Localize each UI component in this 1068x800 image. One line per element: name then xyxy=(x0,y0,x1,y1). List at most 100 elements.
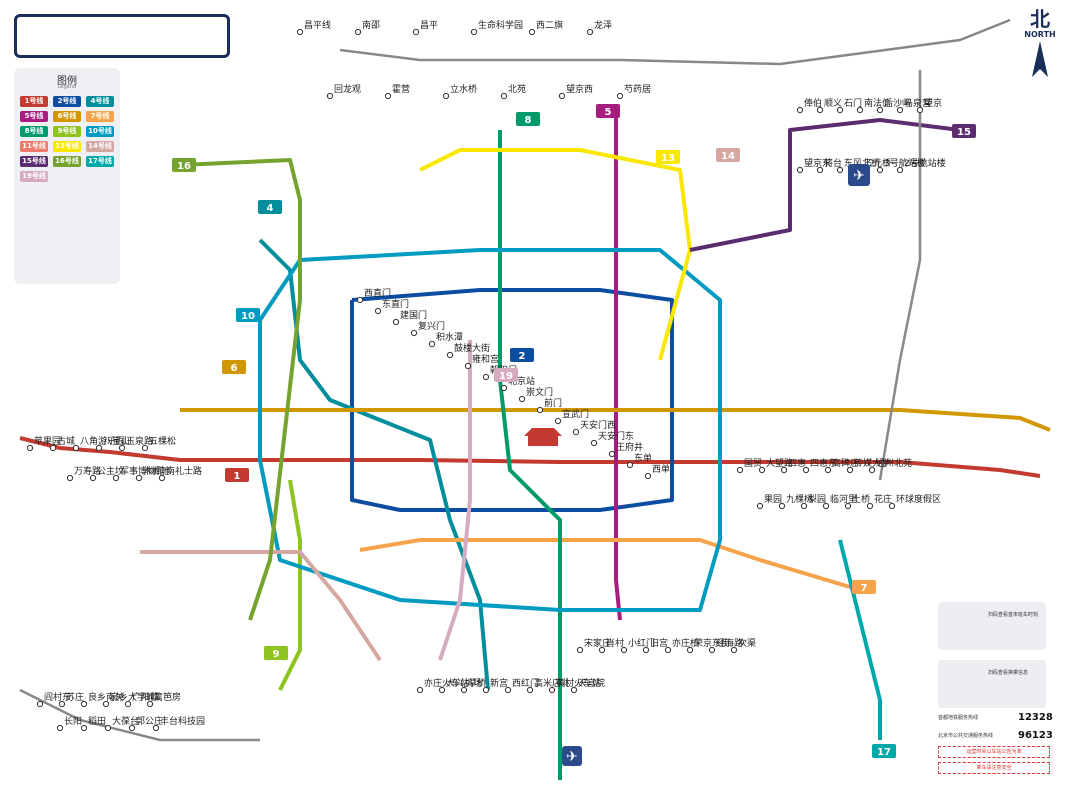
station-marker[interactable] xyxy=(446,351,454,359)
station-marker[interactable] xyxy=(844,502,852,510)
station-marker[interactable] xyxy=(548,686,556,694)
station-marker[interactable] xyxy=(80,724,88,732)
line-badge-2[interactable] xyxy=(510,348,534,362)
station-marker[interactable] xyxy=(572,428,580,436)
station-marker[interactable] xyxy=(102,700,110,708)
station-marker[interactable] xyxy=(428,340,436,348)
station-marker[interactable] xyxy=(442,92,450,100)
station-marker[interactable] xyxy=(89,474,97,482)
station-marker[interactable] xyxy=(554,417,562,425)
station-marker[interactable] xyxy=(384,92,392,100)
station-marker[interactable] xyxy=(118,444,126,452)
station-marker[interactable] xyxy=(500,384,508,392)
station-marker[interactable] xyxy=(296,28,304,36)
station-marker[interactable] xyxy=(822,502,830,510)
station-marker[interactable] xyxy=(460,686,468,694)
station-marker[interactable] xyxy=(896,106,904,114)
station-marker[interactable] xyxy=(135,474,143,482)
station-marker[interactable] xyxy=(72,444,80,452)
station-marker[interactable] xyxy=(518,395,526,403)
station-marker[interactable] xyxy=(802,466,810,474)
station-marker[interactable] xyxy=(558,92,566,100)
station-marker[interactable] xyxy=(354,28,362,36)
station-marker[interactable] xyxy=(49,444,57,452)
station-marker[interactable] xyxy=(856,106,864,114)
station-marker[interactable] xyxy=(686,646,694,654)
station-marker[interactable] xyxy=(730,646,738,654)
station-marker[interactable] xyxy=(528,28,536,36)
station-marker[interactable] xyxy=(736,466,744,474)
line-badge-9[interactable] xyxy=(264,646,288,660)
line-badge-16[interactable] xyxy=(172,158,196,172)
station-marker[interactable] xyxy=(536,406,544,414)
station-marker[interactable] xyxy=(888,502,896,510)
station-marker[interactable] xyxy=(590,439,598,447)
station-marker[interactable] xyxy=(758,466,766,474)
station-marker[interactable] xyxy=(816,106,824,114)
station-marker[interactable] xyxy=(616,92,624,100)
station-marker[interactable] xyxy=(644,472,652,480)
line-badge-17[interactable] xyxy=(872,744,896,758)
station-marker[interactable] xyxy=(95,444,103,452)
line-badge-13[interactable] xyxy=(656,150,680,164)
line-badge-15[interactable] xyxy=(952,124,976,138)
station-marker[interactable] xyxy=(500,92,508,100)
station-marker[interactable] xyxy=(412,28,420,36)
station-marker[interactable] xyxy=(438,686,446,694)
station-marker[interactable] xyxy=(141,444,149,452)
station-marker[interactable] xyxy=(464,362,472,370)
station-marker[interactable] xyxy=(326,92,334,100)
station-marker[interactable] xyxy=(112,474,120,482)
line-badge-14[interactable] xyxy=(716,148,740,162)
line-badge-10[interactable] xyxy=(236,308,260,322)
station-marker[interactable] xyxy=(410,329,418,337)
station-marker[interactable] xyxy=(36,700,44,708)
station-marker[interactable] xyxy=(576,646,584,654)
station-marker[interactable] xyxy=(800,502,808,510)
station-marker[interactable] xyxy=(128,724,136,732)
station-marker[interactable] xyxy=(664,646,672,654)
station-marker[interactable] xyxy=(836,106,844,114)
qr-box-1[interactable]: 扫码查看首末班车时刻 xyxy=(938,602,1046,650)
station-marker[interactable] xyxy=(846,466,854,474)
line-badge-4[interactable] xyxy=(258,200,282,214)
station-marker[interactable] xyxy=(868,466,876,474)
line-badge-8[interactable] xyxy=(516,112,540,126)
station-marker[interactable] xyxy=(816,166,824,174)
station-marker[interactable] xyxy=(876,106,884,114)
line-badge-19[interactable] xyxy=(494,368,518,382)
station-marker[interactable] xyxy=(124,700,132,708)
line-badge-7[interactable] xyxy=(852,580,876,594)
station-marker[interactable] xyxy=(104,724,112,732)
station-marker[interactable] xyxy=(620,646,628,654)
station-marker[interactable] xyxy=(598,646,606,654)
station-marker[interactable] xyxy=(780,466,788,474)
station-marker[interactable] xyxy=(470,28,478,36)
station-marker[interactable] xyxy=(824,466,832,474)
station-marker[interactable] xyxy=(836,166,844,174)
station-marker[interactable] xyxy=(482,686,490,694)
station-marker[interactable] xyxy=(642,646,650,654)
line-badge-6[interactable] xyxy=(222,360,246,374)
station-marker[interactable] xyxy=(778,502,786,510)
station-marker[interactable] xyxy=(796,166,804,174)
station-marker[interactable] xyxy=(56,724,64,732)
station-marker[interactable] xyxy=(866,502,874,510)
station-marker[interactable] xyxy=(876,166,884,174)
station-marker[interactable] xyxy=(756,502,764,510)
station-marker[interactable] xyxy=(482,373,490,381)
station-marker[interactable] xyxy=(416,686,424,694)
station-marker[interactable] xyxy=(158,474,166,482)
station-marker[interactable] xyxy=(392,318,400,326)
station-marker[interactable] xyxy=(586,28,594,36)
line-badge-5[interactable] xyxy=(596,104,620,118)
qr-box-2[interactable]: 扫码查看换乘信息 xyxy=(938,660,1046,708)
station-marker[interactable] xyxy=(896,166,904,174)
station-marker[interactable] xyxy=(796,106,804,114)
station-marker[interactable] xyxy=(570,686,578,694)
station-marker[interactable] xyxy=(626,461,634,469)
station-marker[interactable] xyxy=(504,686,512,694)
station-marker[interactable] xyxy=(58,700,66,708)
line-badge-1[interactable] xyxy=(225,468,249,482)
station-marker[interactable] xyxy=(152,724,160,732)
